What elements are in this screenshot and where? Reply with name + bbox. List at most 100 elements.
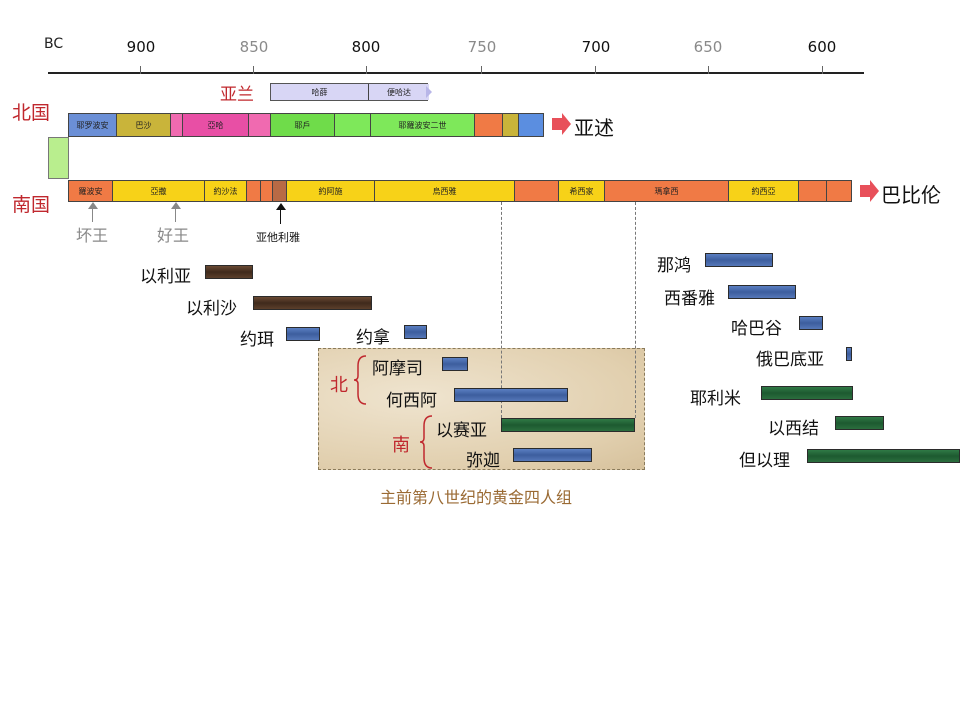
aram-king: 哈薛 xyxy=(271,84,369,100)
prophet-label: 但以理 xyxy=(739,451,790,471)
prophet-bar xyxy=(846,347,852,361)
south-kingdom-label: 南国 xyxy=(12,194,51,216)
north-king-short xyxy=(503,114,519,136)
prophet-label: 以西结 xyxy=(768,419,819,439)
north-king: 耶羅波安二世 xyxy=(371,114,475,136)
south-king-short xyxy=(827,181,851,201)
good-king-arrow-icon xyxy=(171,202,181,209)
axis-tick-label: 850 xyxy=(239,38,269,56)
south-king-short xyxy=(247,181,261,201)
axis-tick-label: 750 xyxy=(467,38,497,56)
prophet-label: 阿摩司 xyxy=(372,359,423,379)
prophet-label: 以利沙 xyxy=(186,299,237,319)
axis-tick xyxy=(140,66,141,74)
prophet-label: 哈巴谷 xyxy=(731,319,782,339)
era-label: BC xyxy=(44,36,64,52)
north-kingdom-label: 北国 xyxy=(12,102,51,124)
axis-tick-label: 700 xyxy=(581,38,611,56)
axis-tick xyxy=(708,66,709,74)
north-destination-arrow-icon xyxy=(552,118,562,130)
south-destination-arrow-icon xyxy=(860,185,870,197)
guide-line xyxy=(635,202,636,418)
united-kingdom-block xyxy=(48,137,69,179)
bad-king-arrow-icon xyxy=(88,202,98,209)
prophet-bar xyxy=(286,327,320,341)
north-king: 耶罗波安 xyxy=(69,114,117,136)
prophet-label: 耶利米 xyxy=(690,389,741,409)
south-king: 瑪拿西 xyxy=(605,181,729,201)
south-king: 亞撒 xyxy=(113,181,205,201)
prophet-bar xyxy=(454,388,568,402)
prophet-bar xyxy=(513,448,592,462)
prophet-bar xyxy=(835,416,884,430)
south-king-short xyxy=(261,181,273,201)
prophet-label: 约拿 xyxy=(356,328,390,348)
prophet-label: 那鸿 xyxy=(657,256,691,276)
axis-tick xyxy=(366,66,367,74)
prophet-label: 以利亚 xyxy=(140,267,191,287)
prophet-label: 以赛亚 xyxy=(436,421,487,441)
prophet-bar xyxy=(761,386,853,400)
aram-label: 亚兰 xyxy=(220,85,254,105)
south-destination: 巴比伦 xyxy=(881,183,941,207)
axis-tick xyxy=(253,66,254,74)
south-king: 羅波安 xyxy=(69,181,113,201)
south-king-short xyxy=(799,181,827,201)
south-king: 約西亞 xyxy=(729,181,799,201)
axis-tick-label: 900 xyxy=(126,38,156,56)
bad-king-pointer xyxy=(92,206,93,222)
athaliah-segment xyxy=(273,181,287,201)
south-brace-icon xyxy=(419,415,433,469)
prophet-label: 弥迦 xyxy=(466,451,500,471)
prophet-bar xyxy=(799,316,823,330)
prophet-label: 西番雅 xyxy=(664,289,715,309)
prophet-bar xyxy=(705,253,773,267)
prophet-bar xyxy=(442,357,468,371)
north-king-short xyxy=(249,114,271,136)
guide-line xyxy=(501,202,502,418)
north-king-short xyxy=(475,114,503,136)
prophet-bar xyxy=(807,449,960,463)
south-king: 烏西雅 xyxy=(375,181,515,201)
time-axis xyxy=(48,72,864,74)
prophet-label: 约珥 xyxy=(240,330,274,350)
group-south-label: 南 xyxy=(392,435,410,456)
aram-king: 便哈达 xyxy=(369,84,429,100)
north-king: 耶戶 xyxy=(271,114,335,136)
axis-tick xyxy=(481,66,482,74)
south-kings-bar: 羅波安 亞撒 約沙法 約阿施 烏西雅 希西家 瑪拿西 約西亞 xyxy=(68,180,852,202)
north-brace-icon xyxy=(353,355,367,405)
north-destination-arrowhead-icon xyxy=(562,113,571,135)
north-king-short xyxy=(519,114,543,136)
prophet-bar xyxy=(253,296,372,310)
athaliah-label: 亚他利雅 xyxy=(256,231,300,244)
south-king: 約沙法 xyxy=(205,181,247,201)
athaliah-pointer xyxy=(280,208,281,224)
prophet-label: 何西阿 xyxy=(386,391,437,411)
prophet-bar xyxy=(404,325,427,339)
south-king-short xyxy=(515,181,559,201)
axis-tick xyxy=(595,66,596,74)
axis-tick-label: 650 xyxy=(693,38,723,56)
good-king-pointer xyxy=(175,206,176,222)
south-king: 希西家 xyxy=(559,181,605,201)
prophet-bar xyxy=(205,265,253,279)
north-kings-bar: 耶罗波安 巴沙 亞哈 耶戶 耶羅波安二世 xyxy=(68,113,544,137)
bad-king-label: 坏王 xyxy=(76,226,109,245)
group-north-label: 北 xyxy=(330,375,348,396)
south-destination-arrowhead-icon xyxy=(870,180,879,202)
golden-four-caption: 主前第八世纪的黄金四人组 xyxy=(380,488,573,507)
north-king: 亞哈 xyxy=(183,114,249,136)
aram-bar: 哈薛 便哈达 xyxy=(270,83,429,101)
axis-tick-label: 800 xyxy=(351,38,381,56)
axis-tick xyxy=(822,66,823,74)
athaliah-arrow-icon xyxy=(276,203,286,210)
south-king: 約阿施 xyxy=(287,181,375,201)
prophet-bar xyxy=(728,285,796,299)
north-king: 巴沙 xyxy=(117,114,171,136)
axis-tick-label: 600 xyxy=(807,38,837,56)
north-destination: 亚述 xyxy=(574,116,614,140)
prophet-bar xyxy=(501,418,635,432)
good-king-label: 好王 xyxy=(157,226,190,245)
north-king-short xyxy=(171,114,183,136)
